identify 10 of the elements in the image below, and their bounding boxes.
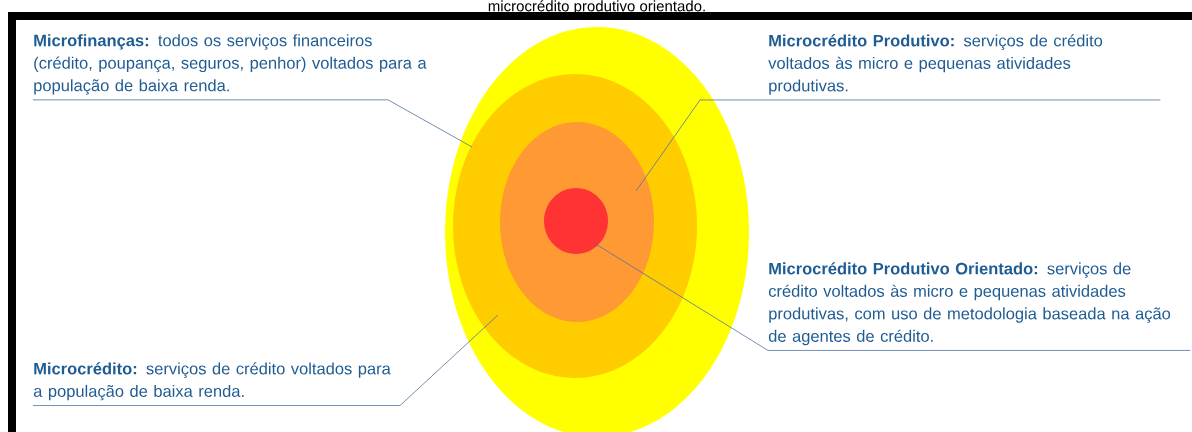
leader-line	[32, 314, 499, 406]
callout-text: Microcrédito Produtivo: serviços de crédito voltados às micro e pequenas atividades produtivas.	[768, 34, 1103, 95]
callout-text: Microcrédito Produtivo Orientado: serviços de crédito voltados às micro e pequenas atividades produtivas, com uso de metodologia baseada na ação de agentes de crédito.	[768, 262, 1171, 346]
heading: microcrédito produtivo orientado.	[488, 0, 705, 15]
ring-ellipse	[544, 188, 608, 254]
callout-text: Microfinanças: todos os serviços financeiros (crédito, poupança, seguros, penhor) voltados para a população de baixa renda.	[34, 34, 427, 95]
callout-text: Microcrédito: serviços de crédito voltados para a população de baixa renda.	[33, 362, 391, 401]
leader-line	[635, 99, 1161, 192]
leader-line	[32, 99, 473, 148]
leader-line	[593, 242, 1191, 351]
